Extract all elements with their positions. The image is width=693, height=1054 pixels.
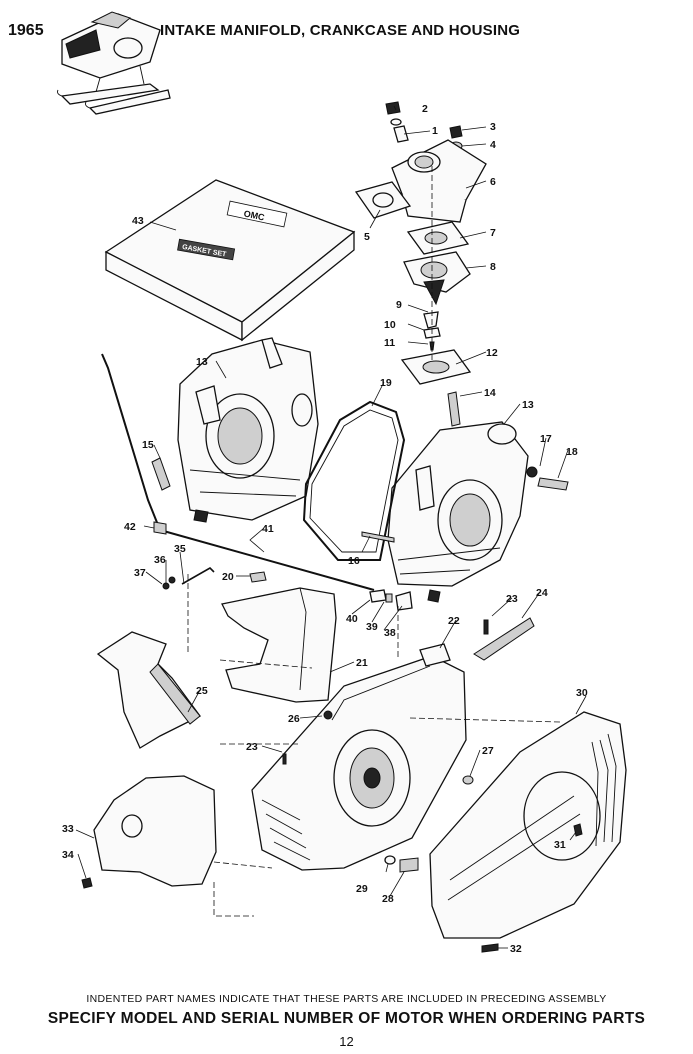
crankcase-right-half bbox=[387, 421, 529, 603]
callout-30: 30 bbox=[576, 687, 588, 699]
page-number: 12 bbox=[339, 1034, 354, 1049]
snowmobile-illustration bbox=[57, 11, 171, 115]
callout-3: 3 bbox=[490, 121, 496, 133]
callout-40: 40 bbox=[346, 613, 358, 625]
callout-14: 14 bbox=[484, 387, 496, 399]
callout-37: 37 bbox=[134, 567, 146, 579]
callout-31: 31 bbox=[554, 839, 566, 851]
callout-25: 25 bbox=[196, 685, 208, 697]
part-callouts: 1 2 3 4 5 6 7 8 9 10 11 12 13 13 14 15 1… bbox=[62, 103, 588, 955]
callout-22: 22 bbox=[448, 615, 460, 627]
callout-39: 39 bbox=[366, 621, 378, 633]
callout-36: 36 bbox=[154, 554, 166, 566]
callout-32: 32 bbox=[510, 943, 522, 955]
omc-logo-text: OMC bbox=[243, 208, 266, 222]
callout-17: 17 bbox=[540, 433, 552, 445]
callout-34: 34 bbox=[62, 849, 74, 861]
callout-35: 35 bbox=[174, 543, 186, 555]
footer-note: INDENTED PART NAMES INDICATE THAT THESE … bbox=[86, 993, 607, 1005]
callout-12: 12 bbox=[486, 347, 498, 359]
callout-15: 15 bbox=[142, 439, 154, 451]
callout-28: 28 bbox=[382, 893, 394, 905]
ordering-instruction: SPECIFY MODEL AND SERIAL NUMBER OF MOTOR… bbox=[47, 1010, 646, 1027]
dowel-16 bbox=[361, 531, 395, 543]
callout-43: 43 bbox=[132, 215, 144, 227]
callout-42: 42 bbox=[124, 521, 136, 533]
callout-1: 1 bbox=[432, 125, 438, 137]
callout-38: 38 bbox=[384, 627, 396, 639]
callout-6: 6 bbox=[490, 176, 496, 188]
callout-10: 10 bbox=[384, 319, 396, 331]
omc-logo bbox=[226, 200, 288, 228]
shroud-25 bbox=[96, 631, 201, 749]
air-cover bbox=[221, 587, 337, 703]
page-title: INTAKE MANIFOLD, CRANKCASE AND HOUSING bbox=[160, 22, 521, 39]
callout-29: 29 bbox=[356, 883, 368, 895]
flywheel-housing bbox=[251, 643, 467, 871]
callout-9: 9 bbox=[396, 299, 402, 311]
callout-19: 19 bbox=[380, 377, 392, 389]
wedge-24 bbox=[473, 617, 535, 661]
crankcase-gasket bbox=[302, 400, 406, 561]
callout-24: 24 bbox=[536, 587, 548, 599]
shield-33 bbox=[93, 775, 217, 887]
callout-8: 8 bbox=[490, 261, 496, 273]
callout-26: 26 bbox=[288, 713, 300, 725]
callout-13-right: 13 bbox=[522, 399, 534, 411]
crankcase-left-half bbox=[177, 337, 319, 523]
callout-23-top: 23 bbox=[506, 593, 518, 605]
callout-11: 11 bbox=[384, 337, 395, 349]
callout-21: 21 bbox=[356, 657, 368, 669]
callout-33: 33 bbox=[62, 823, 74, 835]
callout-41: 41 bbox=[262, 523, 274, 535]
callout-27: 27 bbox=[482, 745, 494, 757]
callout-23-bottom: 23 bbox=[246, 741, 258, 753]
callout-7: 7 bbox=[490, 227, 496, 239]
gasket-set-box: OMC GASKET SET bbox=[104, 179, 356, 342]
callout-5: 5 bbox=[364, 231, 370, 243]
callout-2: 2 bbox=[422, 103, 428, 115]
stud-15 bbox=[151, 457, 171, 491]
callout-4: 4 bbox=[490, 139, 496, 151]
callout-16: 16 bbox=[348, 555, 360, 567]
intake-manifold-group bbox=[354, 101, 487, 427]
callout-18: 18 bbox=[566, 446, 578, 458]
callout-13-left: 13 bbox=[196, 356, 208, 368]
callout-20: 20 bbox=[222, 571, 234, 583]
recoil-cover bbox=[429, 711, 627, 939]
model-year: 1965 bbox=[8, 22, 44, 39]
gasket-set-tag bbox=[177, 238, 236, 261]
